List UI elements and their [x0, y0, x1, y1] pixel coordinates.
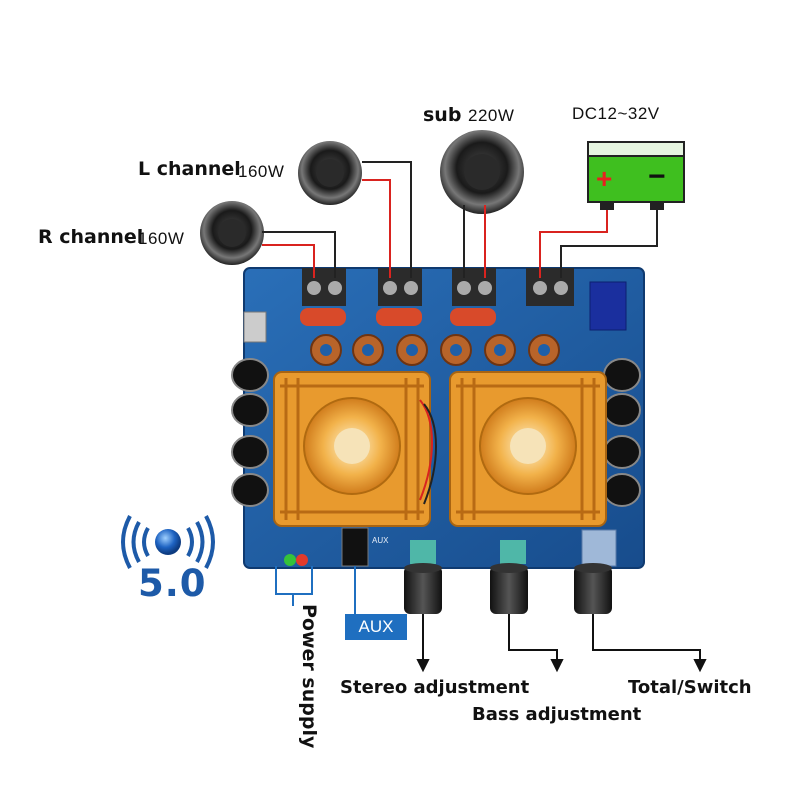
wire-power-black — [560, 210, 658, 278]
sub-label: sub — [423, 104, 462, 126]
speaker-l-channel — [298, 141, 362, 205]
total-arrow — [592, 614, 707, 673]
stereo-adjustment-label: Stereo adjustment — [340, 677, 530, 698]
bass-adjustment-label: Bass adjustment — [472, 704, 642, 725]
battery — [587, 141, 685, 210]
aux-board-label: AUX — [372, 536, 389, 545]
wire-r-red — [262, 244, 315, 278]
terminal-r-channel — [378, 268, 422, 306]
r-power-label: 160W — [138, 229, 185, 248]
speaker-r-channel — [200, 201, 264, 265]
aux-jack — [341, 527, 369, 567]
wire-power-red — [539, 210, 608, 278]
wire-l-black — [362, 161, 412, 278]
wire-r-black — [262, 231, 336, 278]
sub-power-label: 220W — [468, 106, 515, 125]
usb-port — [243, 311, 267, 343]
wire-l-red — [362, 179, 391, 278]
terminal-power — [526, 268, 574, 306]
l-channel-label: L channel — [138, 158, 241, 180]
terminal-l-channel — [302, 268, 346, 306]
relay — [589, 281, 627, 331]
bluetooth-icon — [121, 515, 215, 569]
knob-total[interactable] — [574, 563, 612, 614]
heatsink-right — [449, 371, 607, 527]
power-supply-label: Power supply — [298, 604, 320, 749]
dc-input-label: DC12~32V — [572, 104, 660, 123]
bluetooth-version-label: 5.0 — [138, 562, 207, 605]
total-switch-label: Total/Switch — [628, 677, 752, 698]
bass-arrow — [508, 614, 564, 673]
film-capacitors — [300, 308, 496, 326]
led-green — [284, 554, 296, 566]
knob-bass[interactable] — [490, 563, 528, 614]
pot-base-stereo — [410, 540, 436, 564]
left-capacitors — [231, 358, 269, 507]
pot-base-total — [581, 529, 617, 567]
terminal-sub — [452, 268, 496, 306]
knob-stereo[interactable] — [404, 563, 442, 614]
aux-label: AUX — [345, 614, 407, 640]
battery-minus-label: − — [648, 160, 666, 193]
stereo-arrow — [416, 614, 430, 673]
led-red — [296, 554, 308, 566]
battery-plus-label: + — [596, 163, 613, 194]
speaker-sub — [440, 130, 524, 214]
pot-base-bass — [500, 540, 526, 564]
l-power-label: 160W — [238, 162, 285, 181]
r-channel-label: R channel — [38, 226, 144, 248]
power-supply-bracket — [275, 566, 313, 595]
right-capacitors — [603, 358, 641, 507]
heatsink-left — [273, 371, 431, 527]
